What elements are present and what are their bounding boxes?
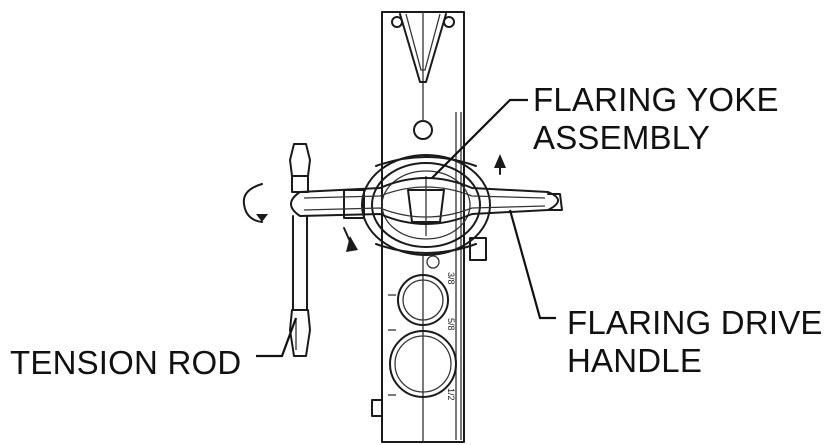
leader-lines bbox=[256, 98, 556, 358]
label-flaring-yoke-line2: ASSEMBLY bbox=[533, 119, 711, 156]
bar-marking-lower: 1/2 bbox=[446, 388, 456, 401]
rotation-arrows bbox=[242, 154, 506, 252]
flaring-drive-handle bbox=[290, 177, 563, 225]
label-flaring-yoke-line1: FLARING YOKE bbox=[533, 81, 779, 118]
bar-marking-upper: 3/8 bbox=[446, 272, 456, 285]
bar-marking-middle: 5/8 bbox=[446, 318, 456, 331]
label-flaring-drive-line2: HANDLE bbox=[567, 342, 703, 379]
label-tension-rod: TENSION ROD bbox=[10, 344, 242, 381]
bar-markings: 3/8 5/8 1/2 bbox=[446, 272, 456, 401]
label-flaring-drive-line1: FLARING DRIVE bbox=[567, 304, 823, 341]
tension-rod bbox=[289, 143, 311, 357]
leader-yoke bbox=[431, 98, 528, 179]
leader-tension-rod bbox=[256, 317, 298, 358]
flaring-bar bbox=[371, 11, 465, 443]
up-arrow-icon bbox=[494, 154, 506, 168]
leader-drive-handle bbox=[508, 209, 556, 320]
flaring-yoke bbox=[343, 154, 491, 261]
